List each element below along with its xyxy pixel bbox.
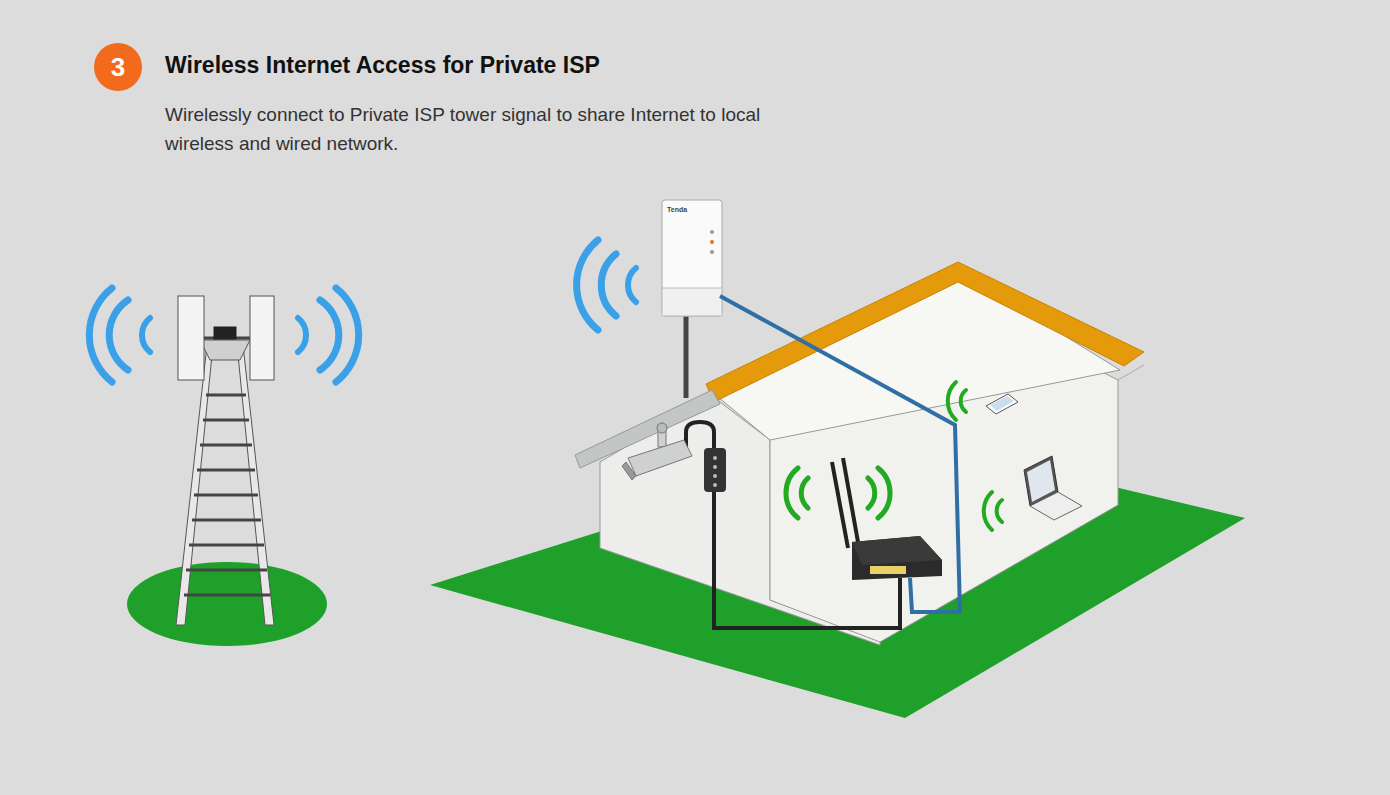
poe-leds	[713, 456, 717, 487]
tower-signal	[89, 288, 358, 382]
laptop	[1024, 456, 1082, 520]
step-badge: 3	[94, 43, 142, 91]
phone-signal	[948, 382, 966, 420]
ethernet-cable	[720, 296, 960, 612]
laptop-signal	[984, 492, 1002, 530]
poe-adapter	[704, 448, 726, 492]
house	[575, 262, 1144, 645]
router-signal	[786, 468, 890, 518]
node-text: 3	[111, 52, 125, 83]
router	[832, 458, 942, 580]
phone	[986, 394, 1018, 414]
cpe-signal	[577, 240, 636, 330]
cpe-pole	[684, 312, 689, 398]
caption: Wirelessly connect to Private ISP tower …	[165, 100, 790, 158]
ground-patch	[127, 562, 327, 646]
title: Wireless Internet Access for Private ISP	[165, 52, 600, 79]
poe-cable	[686, 422, 900, 628]
isp-tower	[176, 296, 274, 625]
camera	[622, 423, 692, 480]
brand-logo: Tenda	[667, 206, 687, 213]
cpe-unit	[662, 200, 722, 316]
